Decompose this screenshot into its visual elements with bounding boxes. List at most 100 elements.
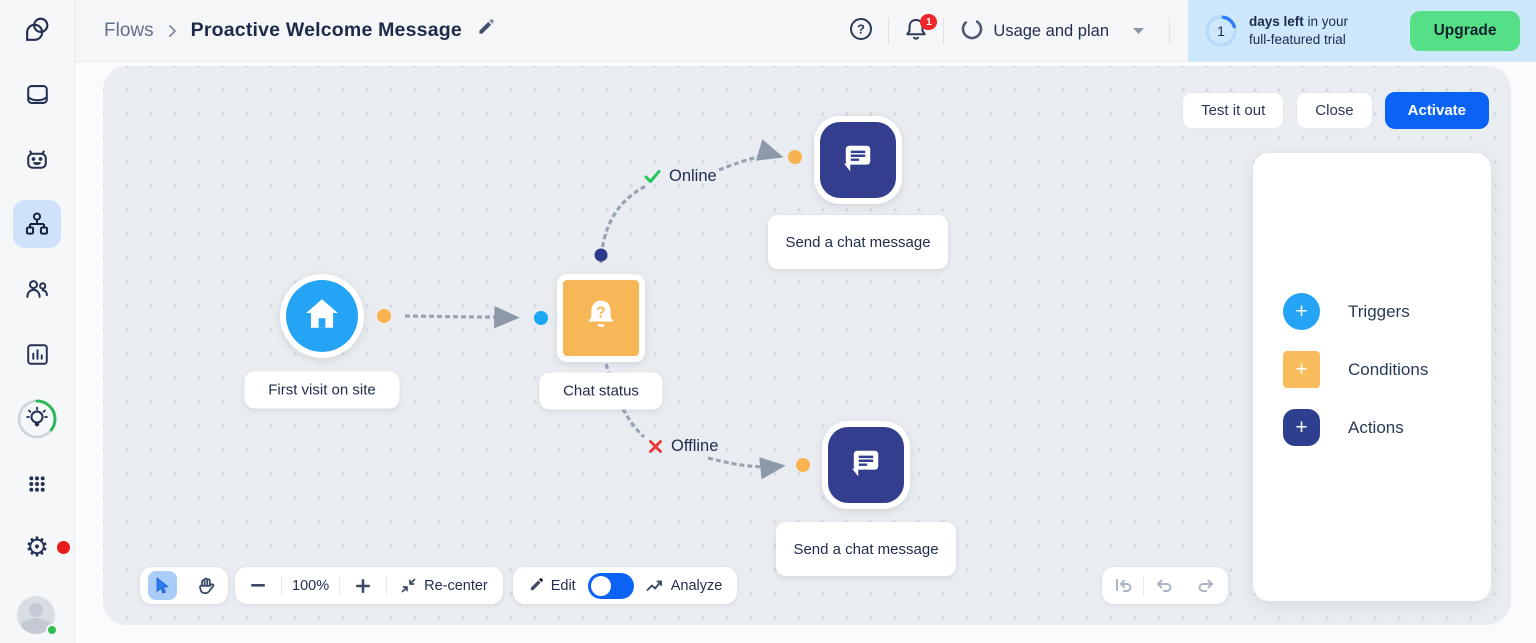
upgrade-button[interactable]: Upgrade	[1410, 11, 1520, 51]
node-palette-panel: + Triggers + Conditions + Actions	[1253, 153, 1491, 601]
check-icon	[644, 170, 661, 183]
palette-item-triggers[interactable]: + Triggers	[1283, 293, 1410, 330]
sidebar-item-tips[interactable]	[13, 395, 61, 443]
hand-icon	[199, 577, 215, 594]
branch-online: Online	[644, 167, 717, 186]
apps-grid-icon	[24, 471, 50, 497]
chevron-down-icon	[1133, 28, 1144, 34]
sidebar-item-chatbots[interactable]	[13, 135, 61, 183]
input-port-send-chat-offline[interactable]	[796, 458, 810, 472]
sidebar-item-flows[interactable]	[13, 200, 61, 248]
history-tool-group	[1102, 567, 1228, 604]
close-button[interactable]: Close	[1296, 92, 1373, 129]
edit-title-pencil-icon[interactable]	[476, 19, 494, 42]
flow-canvas[interactable]: Test it out Close Activate First visit o…	[103, 66, 1511, 625]
node-first-visit[interactable]	[280, 274, 364, 358]
logo-icon	[22, 15, 52, 45]
node-send-chat-online[interactable]	[814, 116, 902, 204]
sidebar-item-contacts[interactable]	[13, 265, 61, 313]
online-status-dot	[46, 624, 58, 636]
flow-icon	[23, 210, 51, 238]
help-icon: ?	[848, 16, 874, 47]
gear-icon: ⚙	[24, 531, 50, 563]
input-port-send-chat-online[interactable]	[788, 150, 802, 164]
pointer-tool-group	[140, 567, 228, 604]
settings-alert-dot	[57, 541, 70, 554]
chat-message-icon	[846, 443, 886, 488]
node-label-first-visit[interactable]: First visit on site	[244, 371, 400, 409]
add-trigger-icon: +	[1283, 293, 1320, 330]
zoom-level: 100%	[292, 577, 330, 594]
trial-days-ring: 1	[1204, 14, 1238, 48]
usage-and-plan-dropdown[interactable]: Usage and plan	[954, 17, 1151, 46]
usage-ring-icon	[960, 17, 984, 46]
canvas-actions: Test it out Close Activate	[1182, 92, 1489, 129]
output-port-first-visit[interactable]	[377, 309, 391, 323]
top-header: Flows Proactive Welcome Message ?	[75, 0, 1536, 62]
branch-offline: Offline	[648, 437, 718, 456]
test-it-out-button[interactable]: Test it out	[1182, 92, 1285, 129]
svg-text:?: ?	[857, 21, 865, 36]
home-icon	[303, 296, 341, 337]
chat-message-icon	[838, 138, 878, 183]
header-right: ? 1 Usage and plan	[844, 0, 1536, 62]
zoom-in-button[interactable]	[340, 567, 386, 604]
sidebar-item-inbox[interactable]	[13, 70, 61, 118]
inbox-icon	[24, 81, 51, 108]
undo-button[interactable]	[1144, 567, 1185, 604]
undo-all-button[interactable]	[1102, 567, 1143, 604]
palette-item-actions[interactable]: + Actions	[1283, 409, 1404, 446]
notifications-button[interactable]: 1	[899, 14, 938, 48]
recenter-icon	[401, 578, 416, 593]
contacts-icon	[23, 275, 51, 303]
input-port-chat-status[interactable]	[534, 311, 548, 325]
svg-text:?: ?	[596, 304, 605, 321]
sidebar-item-settings[interactable]: ⚙	[13, 523, 61, 571]
breadcrumb-flows-link[interactable]: Flows	[104, 19, 154, 41]
sidebar-item-analytics[interactable]	[13, 330, 61, 378]
zoom-out-button[interactable]	[235, 567, 281, 604]
sidebar: ⚙	[0, 0, 75, 643]
node-send-chat-offline[interactable]	[822, 421, 910, 509]
activate-button[interactable]: Activate	[1384, 92, 1489, 129]
add-action-icon: +	[1283, 409, 1320, 446]
recenter-button[interactable]: Re-center	[387, 567, 502, 604]
pan-tool-button[interactable]	[184, 567, 228, 604]
bell-question-icon: ?	[579, 294, 623, 343]
cross-icon	[649, 440, 662, 453]
edit-analyze-toggle[interactable]	[587, 572, 634, 599]
sidebar-item-apps[interactable]	[13, 460, 61, 508]
bot-icon	[23, 145, 51, 173]
undo-all-icon	[1115, 578, 1131, 592]
node-label-send-chat-offline[interactable]: Send a chat message	[776, 522, 956, 576]
edit-mode-label: Edit	[528, 567, 576, 604]
minus-icon	[251, 583, 265, 587]
add-condition-icon: +	[1283, 351, 1320, 388]
usage-and-plan-label: Usage and plan	[993, 21, 1109, 40]
app-logo[interactable]	[13, 6, 61, 54]
mode-tool-group: Edit Analyze	[513, 567, 737, 604]
help-button[interactable]: ?	[844, 14, 878, 48]
node-label-chat-status[interactable]: Chat status	[539, 372, 663, 410]
chevron-right-icon	[168, 24, 177, 37]
redo-icon	[1198, 579, 1213, 592]
select-tool-button[interactable]	[140, 567, 184, 604]
redo-button[interactable]	[1185, 567, 1226, 604]
breadcrumb: Flows Proactive Welcome Message	[75, 19, 494, 42]
notification-badge: 1	[920, 14, 938, 30]
node-label-send-chat-online[interactable]: Send a chat message	[768, 215, 948, 269]
branch-port-online[interactable]	[594, 248, 608, 262]
trial-days-count: 1	[1217, 23, 1225, 39]
lightbulb-progress-icon	[16, 398, 58, 440]
analyze-mode-label: Analyze	[646, 567, 722, 604]
analyze-icon	[646, 580, 662, 591]
node-chat-status[interactable]: ?	[557, 274, 645, 362]
pencil-icon	[530, 578, 543, 591]
cursor-icon	[156, 576, 169, 594]
page-title: Proactive Welcome Message	[190, 19, 462, 41]
analytics-icon	[24, 341, 51, 368]
palette-item-conditions[interactable]: + Conditions	[1283, 351, 1428, 388]
